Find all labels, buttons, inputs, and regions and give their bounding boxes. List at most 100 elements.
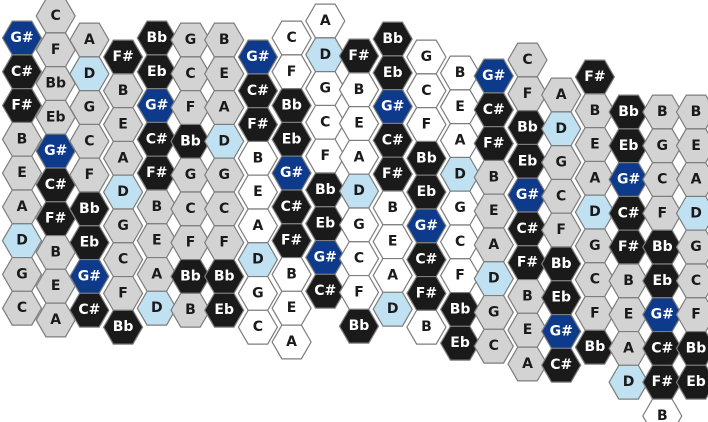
hex-cell: F#	[473, 126, 514, 162]
note-label: Bb	[45, 76, 66, 92]
hex-cell: C	[574, 262, 616, 298]
hex-shape	[473, 328, 514, 364]
hex-cell: F	[338, 274, 380, 310]
hex-cell: B	[271, 256, 312, 292]
hex-cell: A	[237, 208, 279, 244]
note-label: D	[252, 252, 264, 268]
hex-cell: C	[541, 178, 582, 214]
hex-cell: E	[439, 89, 481, 125]
note-label: G#	[482, 68, 505, 84]
note-label: A	[354, 149, 365, 165]
hex-cell: F	[507, 76, 548, 112]
note-label: D	[16, 233, 28, 249]
note-label: F	[658, 205, 668, 221]
hex-cell: E	[574, 127, 616, 163]
hex-cell: B	[338, 72, 380, 108]
note-label: Bb	[517, 120, 538, 136]
note-label: Bb	[146, 30, 167, 46]
note-label: G	[16, 266, 28, 282]
note-label: C#	[550, 357, 572, 373]
note-label: C#	[382, 132, 404, 148]
hex-shape	[136, 290, 177, 326]
note-label: G	[589, 238, 601, 254]
hex-cell: F#	[574, 59, 616, 95]
hex-cell: Bb	[372, 21, 413, 57]
hex-cell: G#	[305, 239, 346, 275]
note-label: B	[657, 104, 668, 120]
hex-cell: Bb	[507, 110, 548, 146]
note-label: G	[218, 167, 230, 183]
note-label: C#	[618, 205, 640, 221]
note-label: Bb	[686, 340, 707, 356]
hex-cell: A	[271, 324, 312, 360]
hex-cell: Bb	[271, 88, 312, 124]
hex-cell: F	[102, 275, 144, 311]
hex-cell: C#	[305, 273, 346, 309]
note-label: A	[387, 267, 398, 283]
hex-cell: C	[271, 20, 312, 56]
hex-shape	[102, 309, 144, 345]
note-label: Bb	[652, 239, 673, 255]
note-label: G	[555, 155, 567, 171]
hex-cell: F	[675, 297, 708, 333]
hex-cell: Eb	[439, 325, 481, 361]
note-label: C	[185, 66, 195, 82]
note-label: A	[691, 172, 702, 188]
hex-cell: C	[338, 241, 380, 277]
hex-cell: G	[574, 228, 616, 264]
note-label: C	[51, 8, 61, 24]
note-label: B	[219, 32, 230, 48]
note-label: Bb	[382, 31, 403, 47]
note-label: C#	[45, 177, 67, 193]
hex-cell: F	[541, 212, 582, 248]
hex-shape	[507, 346, 548, 382]
hex-cell: C	[204, 191, 245, 227]
note-label: Bb	[416, 150, 437, 166]
hex-cell: B	[574, 93, 616, 129]
hex-cell: D	[338, 173, 380, 209]
note-label: C	[286, 30, 296, 46]
hex-cell: A	[574, 160, 616, 196]
hex-cell: Eb	[305, 206, 346, 242]
hex-cell: A	[102, 140, 144, 176]
note-label: F#	[517, 255, 538, 271]
note-label: A	[488, 237, 499, 253]
hex-cell: G	[439, 190, 481, 226]
hex-cell: Bb	[170, 123, 211, 159]
hex-shape	[1, 290, 43, 326]
hex-shape	[372, 291, 413, 327]
note-label: C	[185, 201, 195, 217]
hex-cell: C#	[473, 92, 514, 128]
note-label: Eb	[686, 374, 706, 390]
hex-cell: Bb	[541, 246, 582, 282]
note-label: Eb	[46, 109, 66, 125]
note-label: D	[454, 166, 466, 182]
note-label: F#	[483, 136, 504, 152]
note-label: Eb	[383, 65, 403, 81]
note-label: B	[455, 65, 466, 81]
note-label: D	[218, 133, 230, 149]
hex-cell: B	[406, 309, 447, 345]
hex-cell: Eb	[507, 143, 548, 179]
note-label: G#	[145, 98, 168, 114]
note-label: C	[455, 234, 465, 250]
hex-cell: C#	[35, 167, 76, 203]
hex-cell: A	[305, 3, 346, 39]
hex-cell: D	[541, 111, 582, 147]
note-label: F	[186, 100, 196, 116]
note-label: C	[522, 52, 532, 68]
note-label: A	[151, 266, 162, 282]
hex-cell: F	[406, 107, 447, 143]
hex-cell: C#	[237, 73, 279, 109]
note-label: E	[489, 203, 499, 219]
hex-cell: E	[204, 56, 245, 92]
hex-cell: Bb	[35, 66, 76, 102]
hex-shape	[608, 364, 649, 400]
hex-shape	[35, 302, 76, 338]
hex-cell: G	[305, 71, 346, 107]
hex-cell: Eb	[69, 225, 110, 261]
note-label: C	[253, 319, 263, 335]
hex-shape	[271, 324, 312, 360]
hex-cell: Eb	[35, 99, 76, 135]
hex-shape	[204, 292, 245, 328]
